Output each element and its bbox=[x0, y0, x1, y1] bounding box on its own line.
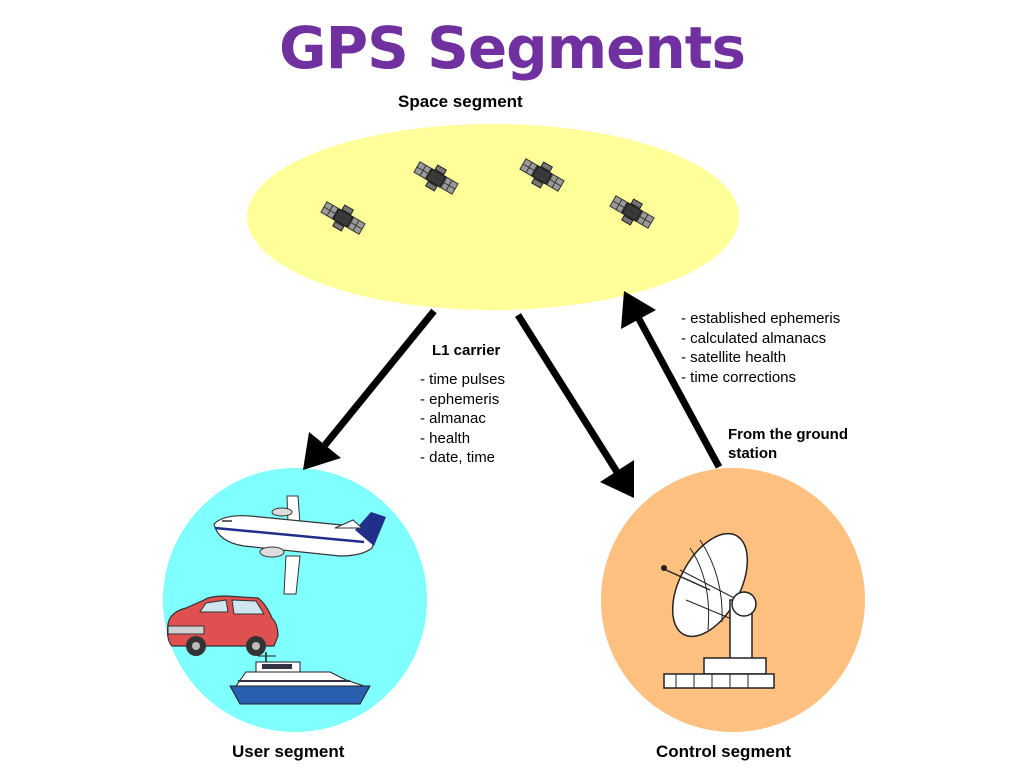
l1-carrier-list: - time pulses - ephemeris - almanac - he… bbox=[420, 370, 505, 468]
uplink-item: - satellite health bbox=[681, 349, 787, 366]
car-icon bbox=[166, 595, 279, 656]
l1-carrier-item: - date, time bbox=[420, 449, 496, 466]
ground-station-label-line: From the ground bbox=[728, 426, 848, 443]
page-title: GPS Segments bbox=[278, 14, 746, 82]
airplane-icon bbox=[213, 495, 386, 595]
downlink-user-arrow bbox=[303, 308, 437, 470]
ground-station-label-line: station bbox=[728, 445, 778, 462]
l1-carrier-item: - time pulses bbox=[420, 371, 506, 388]
ground-station-label: From the ground station bbox=[728, 425, 848, 463]
uplink-item: - calculated almanacs bbox=[681, 329, 827, 347]
l1-carrier-heading: L1 carrier bbox=[432, 342, 501, 359]
user-segment-label: User segment bbox=[232, 742, 345, 761]
uplink-item: - time corrections bbox=[681, 368, 797, 386]
uplink-item: - established ephemeris bbox=[681, 310, 841, 327]
uplink-arrow bbox=[621, 291, 723, 469]
l1-carrier-item: - ephemeris bbox=[420, 390, 500, 408]
uplink-list: - established ephemeris - calculated alm… bbox=[681, 309, 840, 387]
space-segment-ellipse bbox=[247, 124, 739, 310]
control-segment-label: Control segment bbox=[656, 742, 792, 761]
downlink-control-arrow bbox=[515, 313, 634, 498]
boat-icon bbox=[229, 652, 371, 705]
l1-carrier-item: - health bbox=[420, 429, 471, 447]
space-segment-label: Space segment bbox=[398, 92, 523, 111]
l1-carrier-item: - almanac bbox=[420, 410, 486, 427]
satellite-dish-icon bbox=[661, 532, 775, 689]
